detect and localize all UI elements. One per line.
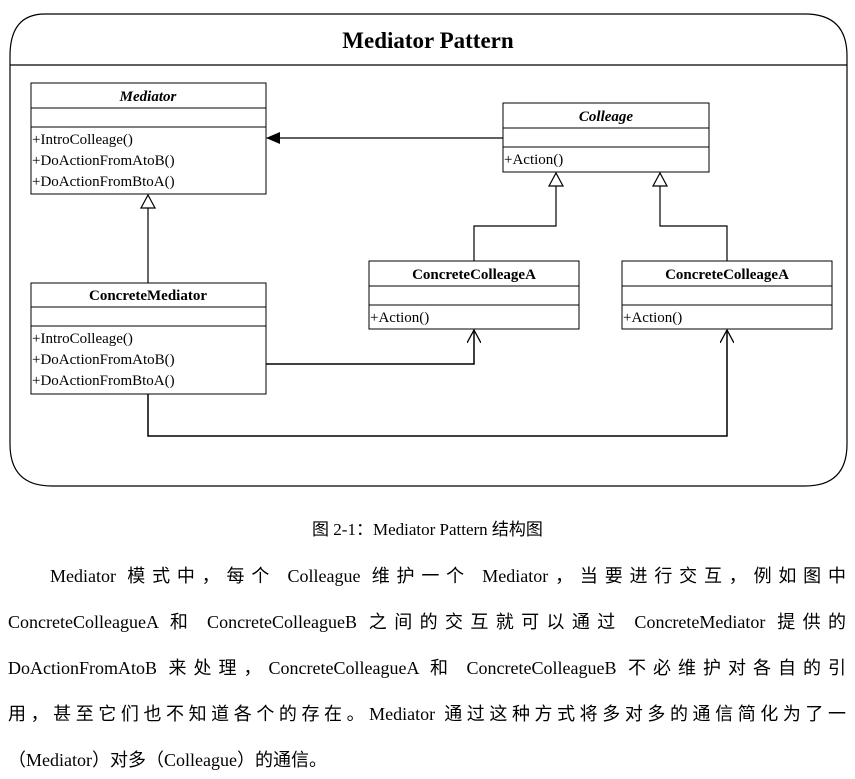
method: +Action() <box>623 310 682 326</box>
method: +DoActionFromAtoB() <box>32 153 175 169</box>
class-concrete-colleage-b: ConcreteColleageA +Action() <box>621 260 833 330</box>
paragraph-line: 用，甚至它们也不知道各个的存在。Mediator 通过这种方式将多对多的通信简化… <box>8 704 846 724</box>
class-concrete-colleage-a: ConcreteColleageA +Action() <box>368 260 580 330</box>
paragraph-line: DoActionFromAtoB 来处理，ConcreteColleagueA … <box>8 658 846 678</box>
method: +DoActionFromBtoA() <box>32 373 175 389</box>
method: +Action() <box>504 152 563 168</box>
inheritance-arrow <box>473 171 565 261</box>
class-name: ConcreteColleageA <box>412 267 536 283</box>
class-mediator: Mediator +IntroColleage() +DoActionFromA… <box>30 82 267 195</box>
class-name: Colleage <box>579 109 633 125</box>
class-colleage: Colleage +Action() <box>502 102 710 173</box>
paragraph-line: （Mediator）对多（Colleague）的通信。 <box>8 750 327 770</box>
method: +DoActionFromAtoB() <box>32 352 175 368</box>
inheritance-arrow <box>651 171 728 261</box>
method: +Action() <box>370 310 429 326</box>
paragraph-line: Mediator 模式中，每个 Colleague 维护一个 Mediator，… <box>50 566 846 586</box>
figure-caption: 图 2-1：Mediator Pattern 结构图 <box>312 520 543 539</box>
paragraph-line: ConcreteColleagueA 和 ConcreteColleagueB … <box>8 612 846 632</box>
class-name: ConcreteMediator <box>89 288 207 304</box>
class-name: Mediator <box>119 89 177 105</box>
diagram-title: Mediator Pattern <box>342 28 514 53</box>
method: +IntroColleage() <box>32 331 133 347</box>
class-concrete-mediator: ConcreteMediator +IntroColleage() +DoAct… <box>30 282 267 395</box>
method: +IntroColleage() <box>32 132 133 148</box>
dependency-arrow <box>266 330 474 365</box>
dependency-arrow <box>147 330 727 437</box>
class-name: ConcreteColleageA <box>665 267 789 283</box>
uml-diagram: Mediator Pattern Mediator +IntroColleage… <box>9 13 848 487</box>
method: +DoActionFromBtoA() <box>32 174 175 190</box>
